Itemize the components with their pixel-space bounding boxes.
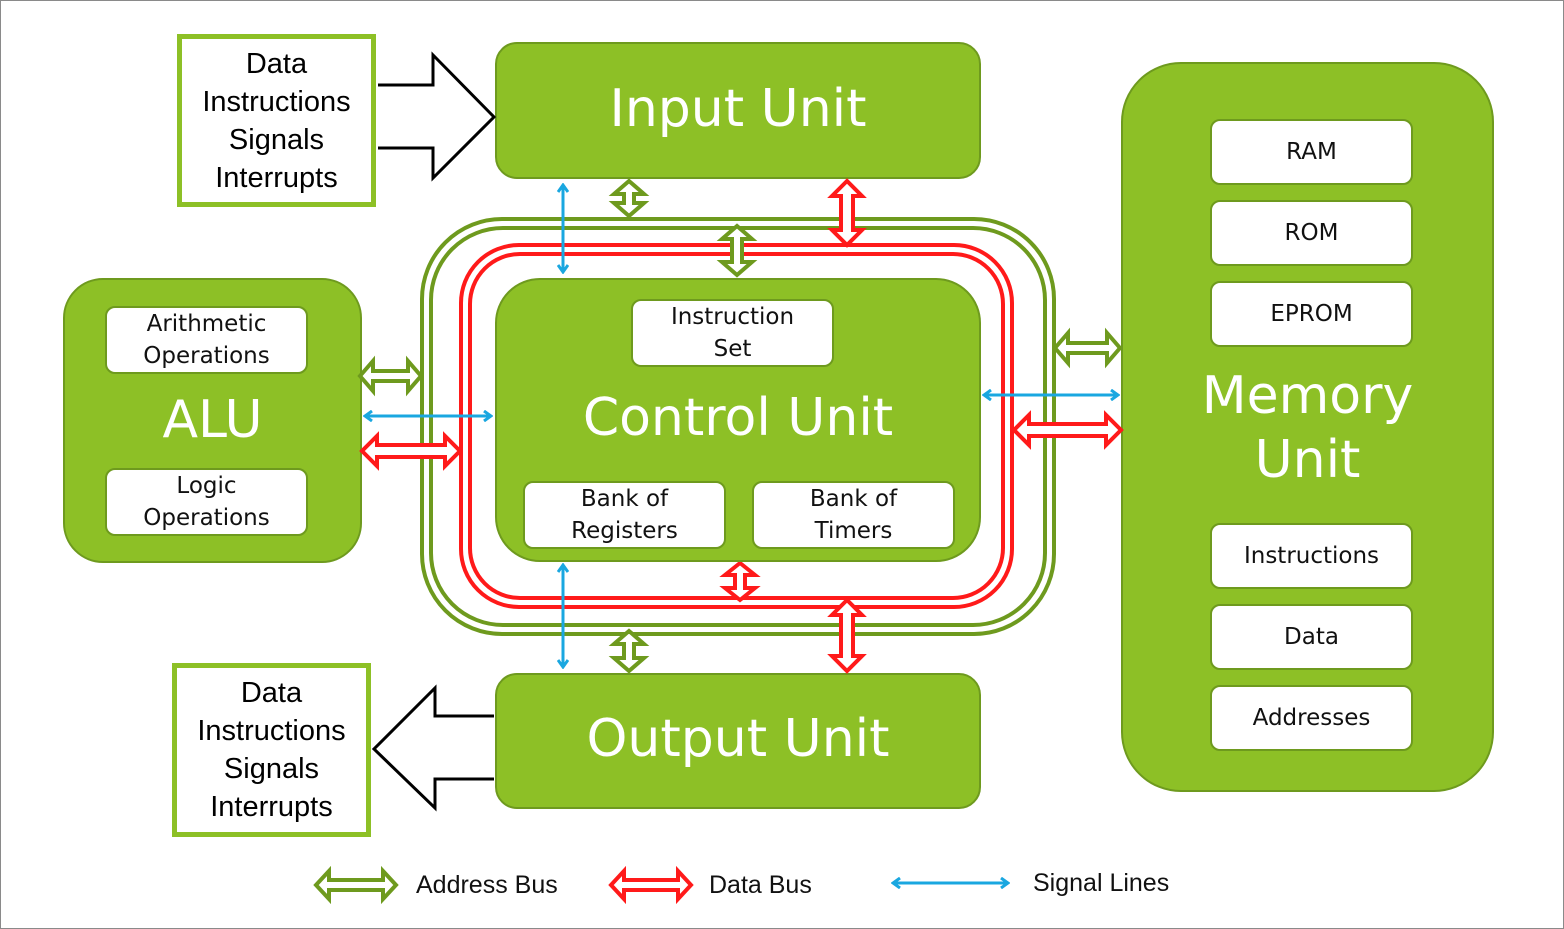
data-bus-arrow-input: [827, 178, 867, 248]
data-bus-arrow-memory: [1011, 410, 1124, 450]
alu-unit: Arithmetic Operations ALU Logic Operatio…: [63, 278, 362, 563]
address-bus-arrow-alu: [357, 355, 424, 397]
address-bus-arrow-control-top: [716, 223, 758, 278]
external-input-box: Data Instructions Signals Interrupts: [177, 34, 376, 207]
control-unit: Instruction Set Control Unit Bank of Reg…: [495, 278, 981, 562]
legend-signal-lines-label: Signal Lines: [1033, 869, 1170, 897]
output-unit: Output Unit: [495, 673, 981, 809]
external-output-box: Data Instructions Signals Interrupts: [172, 663, 371, 837]
memory-item-rom: ROM: [1210, 200, 1413, 266]
memory-unit: RAM ROM EPROM Memory Unit Instructions D…: [1121, 62, 1494, 792]
external-output-label: Data Instructions Signals Interrupts: [197, 677, 346, 823]
output-arrow-icon: [371, 684, 494, 812]
legend-data-bus-label: Data Bus: [709, 871, 812, 899]
memory-item-addresses: Addresses: [1210, 685, 1413, 751]
input-unit-title: Input Unit: [609, 79, 867, 139]
bank-of-timers-box: Bank of Timers: [752, 481, 955, 549]
alu-title: ALU: [162, 390, 263, 450]
legend-address-bus-label: Address Bus: [416, 871, 558, 899]
arithmetic-operations-box: Arithmetic Operations: [105, 306, 308, 374]
address-bus-arrow-output: [608, 628, 650, 674]
instruction-set-box: Instruction Set: [631, 299, 834, 367]
bank-of-registers-box: Bank of Registers: [523, 481, 726, 549]
data-bus-arrow-alu: [359, 431, 463, 471]
memory-item-ram: RAM: [1210, 119, 1413, 185]
output-unit-title: Output Unit: [586, 709, 890, 769]
logic-operations-box: Logic Operations: [105, 468, 308, 536]
input-unit: Input Unit: [495, 42, 981, 179]
address-bus-arrow-memory: [1052, 327, 1123, 369]
memory-unit-title: Memory Unit: [1201, 366, 1414, 490]
address-bus-arrow-input: [608, 178, 650, 219]
control-unit-title: Control Unit: [582, 388, 894, 448]
data-bus-arrow-control-bottom: [719, 560, 761, 603]
external-input-label: Data Instructions Signals Interrupts: [202, 47, 351, 194]
data-bus-arrow-output: [827, 597, 867, 674]
input-arrow-icon: [378, 51, 497, 182]
memory-item-instructions: Instructions: [1210, 523, 1413, 589]
memory-item-data: Data: [1210, 604, 1413, 670]
memory-item-eprom: EPROM: [1210, 281, 1413, 347]
